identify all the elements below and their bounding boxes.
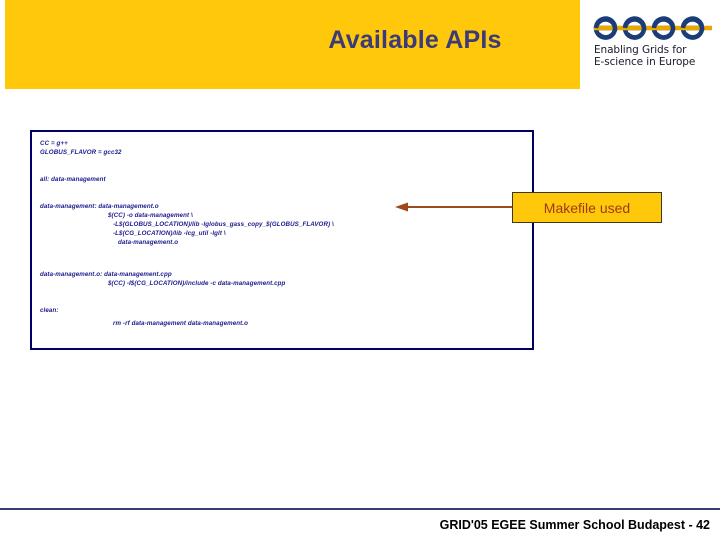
slide-header-band xyxy=(5,0,580,89)
code-line: -L$(CG_LOCATION)/lib -lcg_util -lglt \ xyxy=(113,230,226,237)
egee-tagline: Enabling Grids for E-science in Europe xyxy=(594,44,714,68)
callout-label: Makefile used xyxy=(543,199,631,216)
code-line: $(CC) -o data-management \ xyxy=(108,212,193,219)
code-line: clean: xyxy=(40,307,59,314)
code-line: CC = g++ xyxy=(40,140,68,147)
code-line: all: data-management xyxy=(40,176,106,183)
code-line: GLOBUS_FLAVOR = gcc32 xyxy=(40,149,122,156)
makefile-code-box: CC = g++ GLOBUS_FLAVOR = gcc32 all: data-m… xyxy=(30,130,534,350)
footer-text: GRID'05 EGEE Summer School Budapest - 42 xyxy=(439,518,710,532)
code-line: data-management.o: data-management.cpp xyxy=(40,271,172,278)
code-line: data-management.o xyxy=(118,239,179,246)
code-line: -L$(GLOBUS_LOCATION)/lib -lglobus_gass_c… xyxy=(113,221,334,228)
callout-box: Makefile used xyxy=(512,192,662,223)
egee-tagline-line2: E-science in Europe xyxy=(594,55,696,68)
egee-tagline-line1: Enabling Grids for xyxy=(594,44,687,56)
egee-wordmark-icon xyxy=(593,16,712,40)
code-line: data-management: data-management.o xyxy=(40,203,159,210)
egee-logo: Enabling Grids for E-science in Europe xyxy=(592,12,714,78)
code-line: $(CC) -I$(CG_LOCATION)/include -c data-m… xyxy=(108,280,286,287)
footer-divider xyxy=(0,508,720,510)
code-line: rm -rf data-management data-management.o xyxy=(113,320,248,327)
page-title: Available APIs xyxy=(328,26,502,54)
callout-arrow xyxy=(395,202,513,212)
